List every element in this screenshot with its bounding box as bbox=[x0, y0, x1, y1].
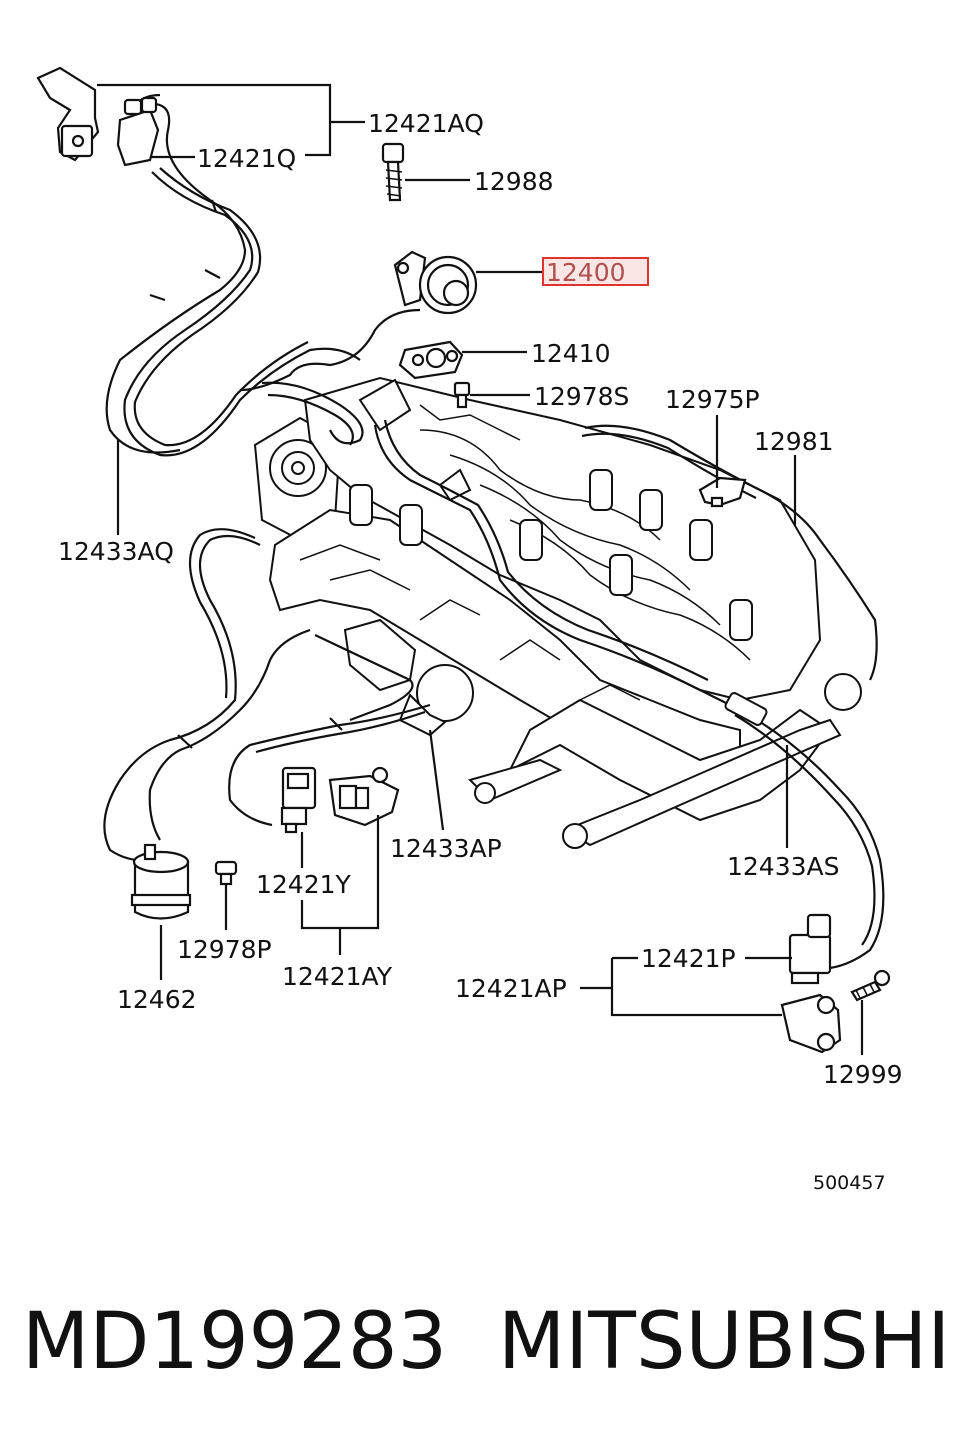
part-label-12421aq: 12421AQ bbox=[368, 109, 484, 138]
clip-12975p-drawing bbox=[698, 476, 747, 508]
part-label-12433as: 12433AS bbox=[727, 852, 840, 881]
part-label-12433ap: 12433AP bbox=[390, 834, 502, 863]
part-label-12981: 12981 bbox=[754, 427, 834, 456]
part-label-12421p: 12421P bbox=[641, 944, 736, 973]
egr-valve-12400-drawing bbox=[393, 250, 478, 315]
bolt-12988-drawing bbox=[381, 142, 405, 202]
part-labels: 12421AQ 12421Q 12988 12400 12410 12978S … bbox=[58, 109, 903, 1194]
part-label-12400: 12400 bbox=[546, 258, 626, 287]
part-label-12978s: 12978S bbox=[534, 382, 629, 411]
part-label-12421ap: 12421AP bbox=[455, 974, 567, 1003]
part-label-12462: 12462 bbox=[117, 985, 197, 1014]
caption: MD199283 MITSUBISHI bbox=[0, 1292, 960, 1392]
part-label-12410: 12410 bbox=[531, 339, 611, 368]
caption-part-number: MD199283 bbox=[22, 1297, 448, 1387]
vacuum-hoses-drawing bbox=[103, 93, 885, 970]
part-label-12999: 12999 bbox=[823, 1060, 903, 1089]
bolt-12978p-drawing bbox=[214, 860, 238, 886]
diagram-id: 500457 bbox=[813, 1172, 886, 1194]
leader-lines bbox=[97, 83, 864, 1055]
part-label-12433aq: 12433AQ bbox=[58, 537, 174, 566]
intake-manifold-drawing bbox=[253, 376, 862, 849]
bracket-12421ay-drawing bbox=[328, 766, 400, 827]
bolt-12978s-drawing bbox=[453, 381, 471, 409]
solenoid-12421p-drawing bbox=[788, 913, 832, 985]
part-label-12988: 12988 bbox=[474, 167, 554, 196]
bracket-12421aq-drawing bbox=[36, 66, 160, 167]
bracket-12421ap-drawing bbox=[780, 993, 842, 1054]
part-label-12978p: 12978P bbox=[177, 935, 272, 964]
caption-brand: MITSUBISHI bbox=[498, 1297, 951, 1387]
part-label-12421q: 12421Q bbox=[197, 144, 296, 173]
part-label-12975p: 12975P bbox=[665, 385, 760, 414]
bolt-12999-drawing bbox=[850, 969, 891, 1002]
gasket-12410-drawing bbox=[398, 340, 464, 380]
solenoid-12421y-drawing bbox=[280, 766, 317, 834]
canister-12462-drawing bbox=[130, 843, 192, 920]
part-label-12421y: 12421Y bbox=[256, 870, 352, 899]
part-label-12421ay: 12421AY bbox=[282, 962, 393, 991]
highlight-box bbox=[542, 257, 649, 286]
